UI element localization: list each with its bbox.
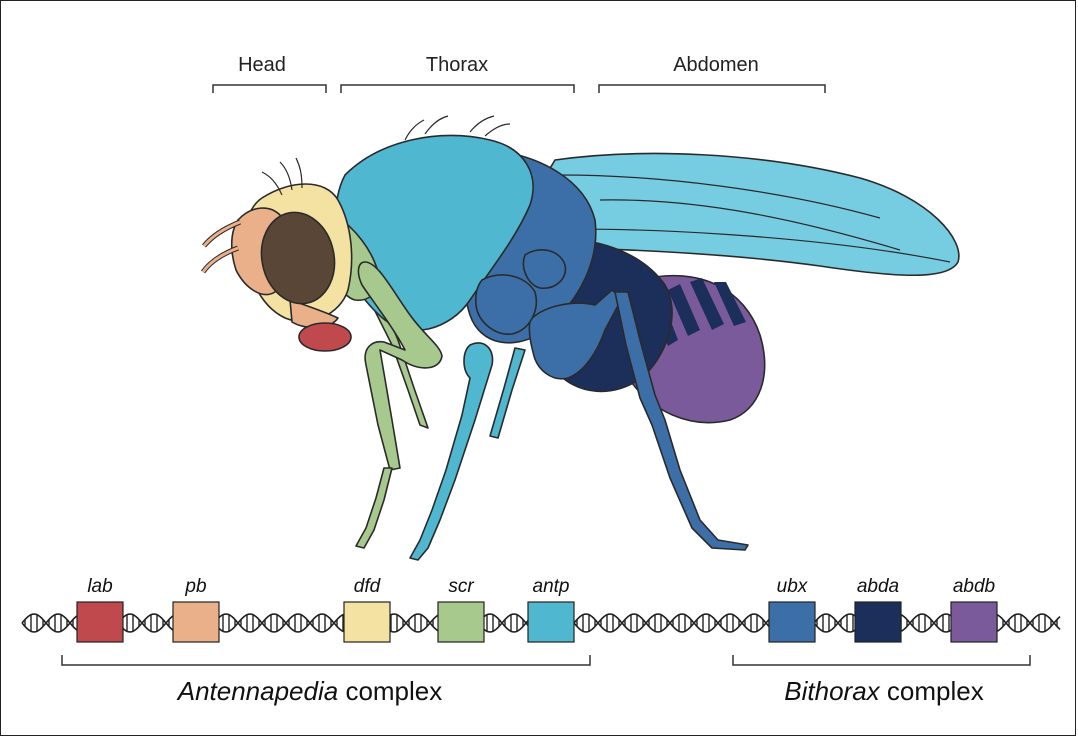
fly-mid-leg-near (410, 343, 493, 560)
segment-label-head: Head (238, 54, 286, 76)
fly-illustration (203, 116, 959, 560)
gene-box-pb (173, 602, 219, 642)
fly-front-tarsus (356, 468, 392, 548)
antennapedia-name: Antennapedia (176, 676, 338, 706)
fly-mid-leg-far (490, 348, 525, 438)
segment-label-abdomen: Abdomen (673, 54, 759, 76)
gene-label-scr: scr (448, 576, 474, 597)
bithorax-complex-label: Bithorax complex (784, 676, 983, 706)
bithorax-name: Bithorax (784, 676, 880, 706)
antennapedia-suffix: complex (338, 676, 442, 706)
fly-thorax-plate-2 (523, 250, 565, 288)
antennapedia-bracket (62, 655, 590, 665)
gene-label-abda: abda (857, 576, 899, 597)
gene-label-abdb: abdb (953, 576, 995, 597)
segment-label-thorax: Thorax (426, 54, 488, 76)
gene-boxes: lab pb dfd scr antp ubx abda abdb (77, 576, 997, 642)
gene-label-pb: pb (184, 576, 206, 597)
segment-labels: Head Thorax Abdomen (213, 54, 825, 93)
bithorax-bracket (733, 655, 1030, 665)
head-bracket (213, 85, 326, 93)
gene-box-dfd (344, 602, 390, 642)
abdomen-bracket (599, 85, 825, 93)
antennapedia-complex-label: Antennapedia complex (176, 676, 443, 706)
gene-box-abda (855, 602, 901, 642)
bithorax-suffix: complex (880, 676, 984, 706)
gene-label-ubx: ubx (777, 576, 809, 597)
gene-box-scr (438, 602, 484, 642)
thorax-bracket (341, 85, 574, 93)
gene-label-antp: antp (533, 576, 570, 597)
gene-box-lab (77, 602, 123, 642)
gene-label-lab: lab (87, 576, 112, 597)
gene-box-ubx (769, 602, 815, 642)
gene-box-antp (528, 602, 574, 642)
gene-box-abdb (951, 602, 997, 642)
gene-label-dfd: dfd (354, 576, 382, 597)
fly-proboscis (299, 323, 351, 351)
